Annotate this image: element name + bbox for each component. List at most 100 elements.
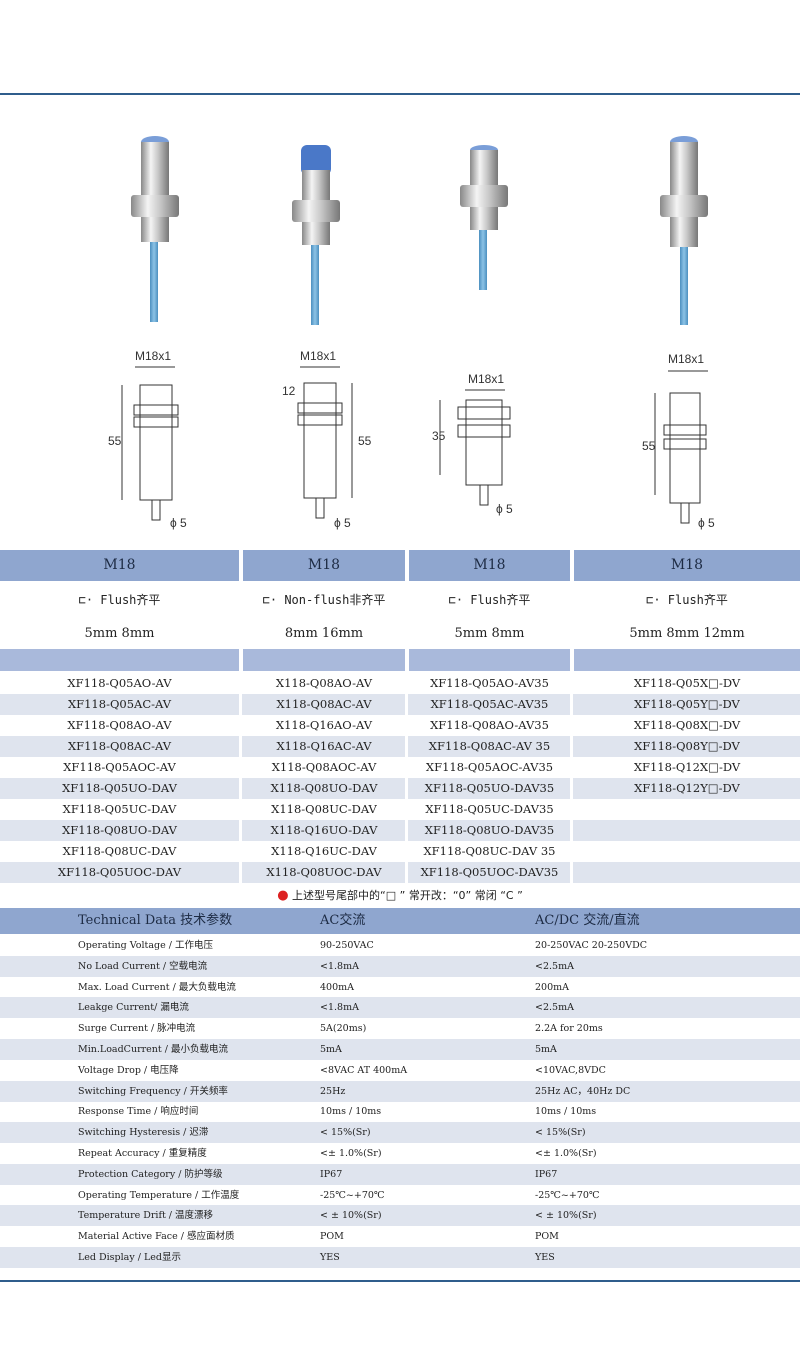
col-4-mount-label: Flush齐平 [667, 593, 728, 607]
tech-ac-value: <± 1.0%(Sr) [320, 1148, 382, 1159]
col-3-mount-label: Flush齐平 [470, 593, 531, 607]
column-divider [239, 673, 242, 883]
model-cell: X118-Q08UC-DAV [271, 802, 377, 816]
drawing-2-length: 55 [358, 434, 372, 448]
drawing-4-thread: M18x1 [668, 352, 704, 366]
tech-param: Temperature Drift / 温度漂移 [78, 1210, 214, 1222]
bottom-rule [0, 1280, 800, 1282]
tech-row: Operating Temperature / 工作温度-25℃~+70℃-25… [0, 1185, 800, 1206]
col-3-mount: ⊏· Flush齐平 [409, 586, 570, 614]
tech-ac-value: 25Hz [320, 1085, 346, 1097]
col-4-range: 5mm 8mm 12mm [629, 626, 745, 641]
model-cell: XF118-Q08UO-DAV35 [424, 823, 555, 837]
model-cell: XF118-Q08AC-AV 35 [428, 739, 551, 753]
col-2-subheader [243, 649, 405, 671]
col-1-mount: ⊏· Flush齐平 [0, 586, 239, 614]
model-cell: XF118-Q08AO-AV35 [430, 718, 549, 732]
tech-param: Response Time / 响应时间 [78, 1106, 199, 1118]
model-cell: X118-Q08UOC-DAV [266, 865, 382, 879]
tech-param: Led Display / Led显示 [78, 1252, 181, 1263]
model-cell: XF118-Q05UC-DAV35 [425, 802, 554, 816]
sensor-photo-1 [131, 136, 179, 322]
sensor-photos [0, 130, 800, 340]
model-cell: XF118-Q05UO-DAV [62, 781, 177, 795]
model-cell: XF118-Q08UC-DAV [62, 844, 177, 858]
flush-icon: ⊏· [78, 593, 94, 607]
model-cell: XF118-Q05AC-AV35 [430, 697, 549, 711]
model-cell: XF118-Q05AOC-AV35 [425, 760, 554, 774]
tech-acdc-value: <2.5mA [535, 960, 574, 972]
tech-acdc-value: 25Hz AC，40Hz DC [535, 1085, 631, 1097]
tech-acdc-value: < 15%(Sr) [535, 1127, 586, 1139]
tech-param: No Load Current / 空载电流 [78, 960, 208, 972]
model-row: XF118-Q08UC-DAV X118-Q16UC-DAV XF118-Q08UC… [0, 841, 800, 862]
model-cell: XF118-Q05UO-DAV35 [424, 781, 555, 795]
tech-ac-value: 10ms / 10ms [320, 1106, 382, 1118]
model-cell: X118-Q16AC-AV [276, 739, 372, 753]
tech-acdc-value: 2.2A for 20ms [535, 1023, 603, 1035]
col-1-subheader [0, 649, 239, 671]
tech-acdc-value: YES [535, 1252, 555, 1263]
tech-ac-value: POM [320, 1231, 344, 1243]
model-cell: XF118-Q05UOC-DAV [57, 865, 182, 879]
tech-param: Max. Load Current / 最大负载电流 [78, 981, 236, 993]
tech-ac-value: 5A(20ms) [320, 1023, 367, 1035]
model-cell: XF118-Q08UO-DAV [62, 823, 177, 837]
drawing-2-thread: M18x1 [300, 349, 336, 363]
col-2-mount-label: Non-flush非齐平 [284, 593, 386, 607]
tech-row: Repeat Accuracy / 重复精度<± 1.0%(Sr)<± 1.0%… [0, 1143, 800, 1164]
model-cell: X118-Q16UC-DAV [271, 844, 377, 858]
drawing-1: M18x1 55 ϕ 5 [108, 349, 187, 530]
tech-ac-value: < 15%(Sr) [320, 1127, 371, 1139]
model-cell: X118-Q16UO-DAV [270, 823, 378, 837]
tech-acdc-value: 10ms / 10ms [535, 1106, 597, 1118]
drawing-3: M18x1 35 ϕ 5 [432, 372, 513, 516]
model-cell: XF118-Q08Y□-DV [634, 739, 740, 753]
tech-param: Material Active Face / 感应面材质 [78, 1231, 235, 1243]
sensor-photo-2 [292, 145, 340, 325]
tech-ac-value: -25℃~+70℃ [320, 1189, 385, 1201]
col-1-mount-label: Flush齐平 [100, 593, 161, 607]
tech-acdc-value: 200mA [535, 981, 570, 993]
model-cell: XF118-Q05AO-AV35 [430, 676, 549, 690]
drawing-4-length: 55 [642, 439, 656, 453]
model-cell: XF118-Q08UC-DAV 35 [423, 844, 556, 858]
tech-param: Operating Voltage / 工作电压 [78, 940, 213, 951]
tech-ac-value: 5mA [320, 1044, 342, 1055]
drawing-4-dia: 5 [708, 516, 715, 530]
flush-icon: ⊏· [646, 593, 661, 607]
svg-text:ϕ: ϕ [170, 516, 177, 530]
model-cell: XF118-Q05UC-DAV [62, 802, 177, 816]
tech-row: Response Time / 响应时间 10ms / 10ms 10ms / 10… [0, 1101, 800, 1122]
tech-ac-value: <1.8mA [320, 960, 359, 972]
drawing-3-dia: 5 [506, 502, 513, 516]
tech-param: Min.LoadCurrent / 最小负载电流 [78, 1044, 228, 1055]
model-cell: XF118-Q05Y□-DV [634, 697, 740, 711]
model-row: XF118-Q08UO-DAV X118-Q16UO-DAV XF118-Q08UO… [0, 820, 800, 841]
col-2-range: 8mm 16mm [284, 626, 364, 641]
tech-param: Protection Category / 防护等级 [78, 1168, 223, 1180]
sensor-photo-4 [660, 136, 708, 325]
tech-header-ac: AC交流 [320, 913, 366, 928]
model-cell: XF118-Q08X□-DV [633, 718, 741, 732]
tech-ac-value: 90-250VAC [320, 940, 374, 951]
technical-drawings: M18x1 55 ϕ 5 M18x1 12 55 ϕ 5 M18 [0, 345, 800, 545]
col-2-size: M18 [243, 550, 405, 581]
tech-row: No Load Current / 空载电流 <1.8mA <2.5mA [0, 955, 800, 977]
model-cell: X118-Q08AO-AV [275, 676, 373, 690]
flush-icon: ⊏· [448, 593, 464, 607]
nonflush-icon: ⊏· [262, 593, 278, 607]
svg-text:ϕ: ϕ [698, 516, 705, 530]
drawing-1-dia: 5 [180, 516, 187, 530]
